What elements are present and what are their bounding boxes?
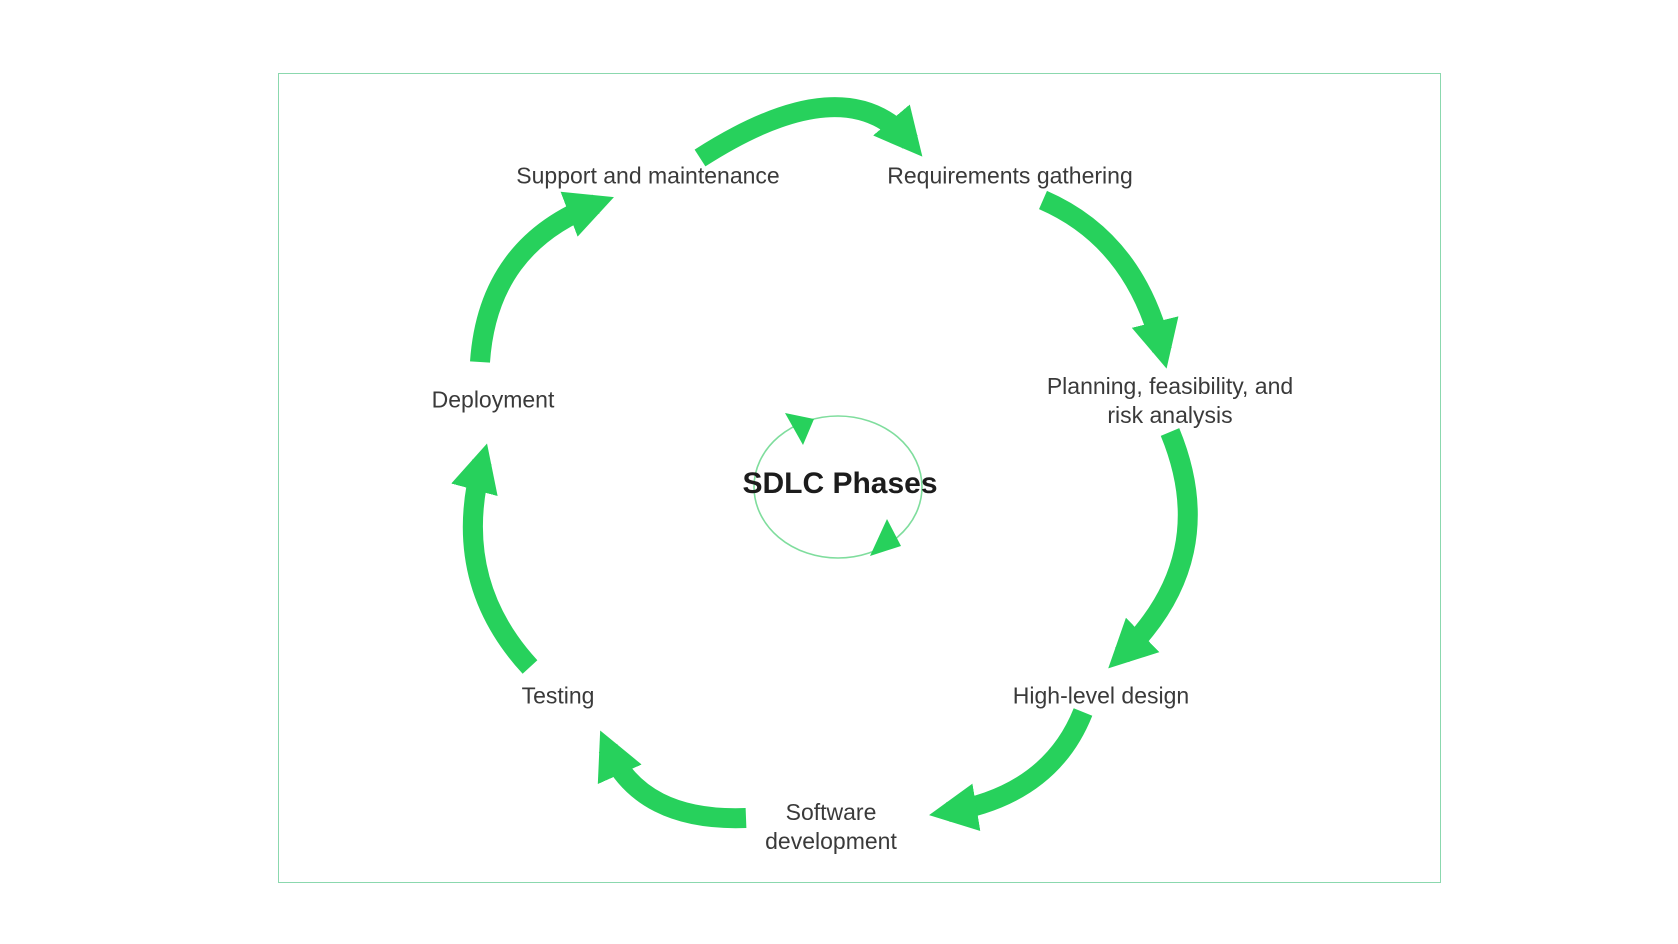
arrow-deployment-to-support-icon [470, 191, 614, 363]
arrow-support-to-requirements-icon [694, 97, 923, 167]
diagram-center-title: SDLC Phases [742, 467, 938, 500]
arrow-planning-to-highlevel-icon [1108, 428, 1198, 669]
arrow-software-to-testing-icon [597, 730, 747, 829]
diagram-border [278, 73, 1441, 883]
center-cycle-circle-icon [753, 415, 923, 559]
phase-label-deployment: Deployment [431, 386, 555, 413]
phase-label-testing: Testing [521, 682, 595, 709]
center-cycle-arrowhead-bottom-icon [870, 519, 901, 556]
phase-label-high-level-design: High-level design [1012, 682, 1190, 709]
phase-label-software-development: Software development [765, 799, 897, 854]
arrow-highlevel-to-software-icon [929, 708, 1093, 831]
phase-label-requirements-gathering: Requirements gathering [887, 162, 1133, 189]
phase-label-planning-feasibility-risk-analysis: Planning, feasibility, and risk analysis [1046, 373, 1294, 428]
arrow-requirements-to-planning-icon [1038, 190, 1179, 369]
phase-label-support-and-maintenance: Support and maintenance [516, 162, 780, 189]
center-cycle-arrowhead-top-icon [785, 413, 814, 445]
arrow-testing-to-deployment-icon [451, 443, 538, 674]
